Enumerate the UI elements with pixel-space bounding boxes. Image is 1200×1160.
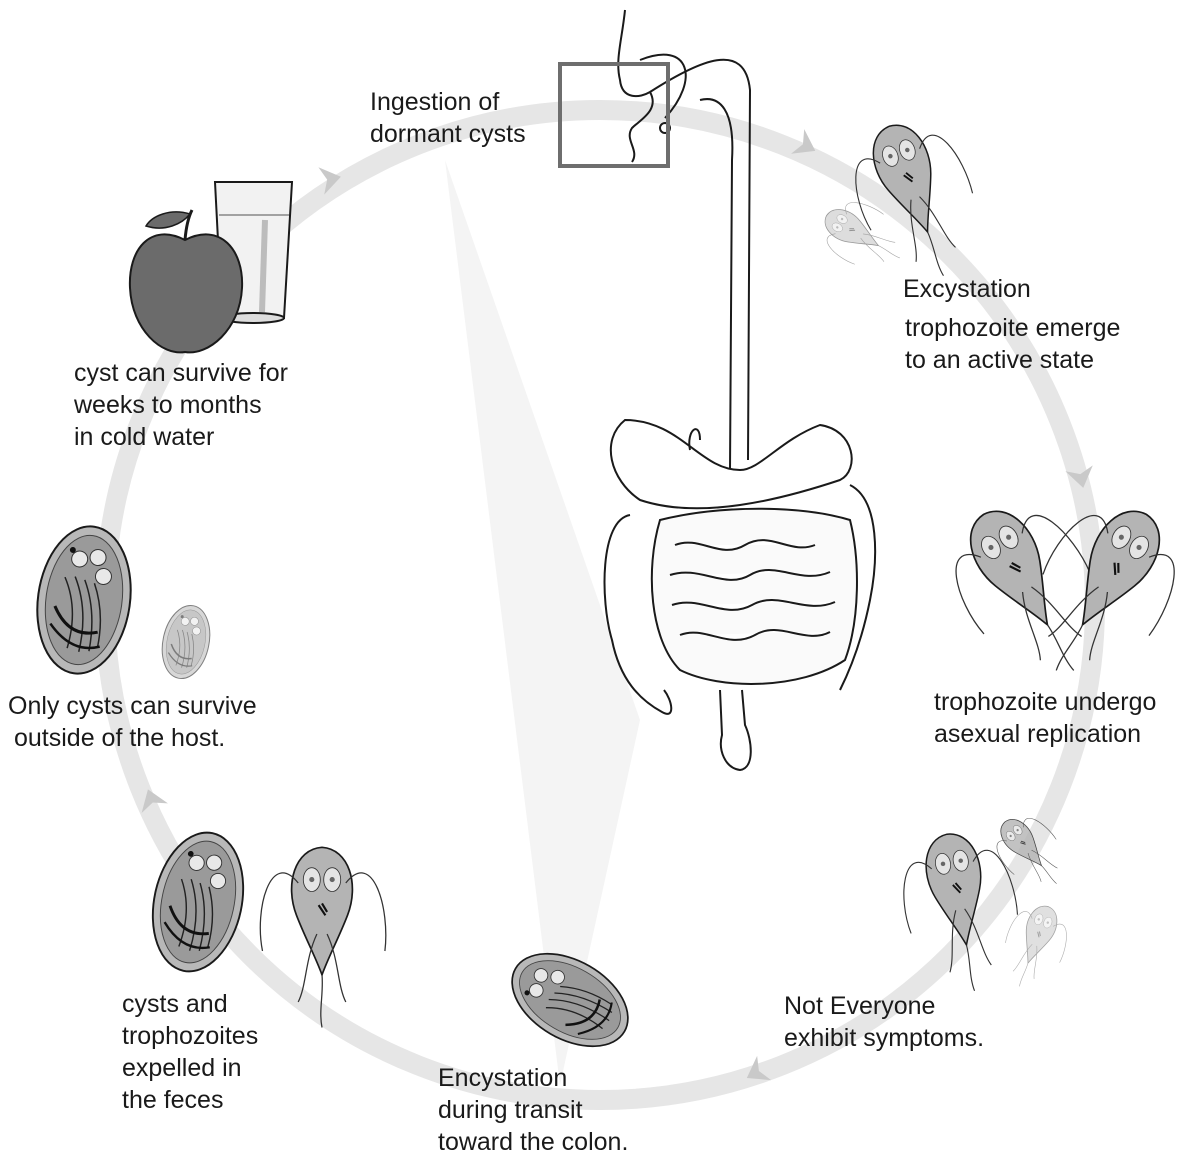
label-expelled: cysts and trophozoites expelled in the f… (122, 988, 258, 1116)
label-excystation-detail: trophozoite emerge to an active state (905, 312, 1120, 376)
label-encystation: Encystation during transit toward the co… (438, 1062, 628, 1158)
digestive-tract-illustration (605, 420, 876, 770)
expelled-trophozoite-illustration (260, 847, 386, 1027)
outside-host-cysts-illustration (28, 520, 216, 683)
label-outside-host: Only cysts can survive outside of the ho… (8, 690, 257, 754)
label-excystation-title: Excystation (903, 273, 1031, 305)
label-symptoms: Not Everyone exhibit symptoms. (784, 990, 984, 1054)
replication-trophozoites-illustration (930, 482, 1200, 702)
label-ingestion: Ingestion of dormant cysts (370, 86, 526, 150)
label-cold-water: cyst can survive for weeks to months in … (74, 357, 288, 453)
head-esophagus-illustration (618, 10, 750, 470)
label-replication: trophozoite undergo asexual replication (934, 686, 1156, 750)
